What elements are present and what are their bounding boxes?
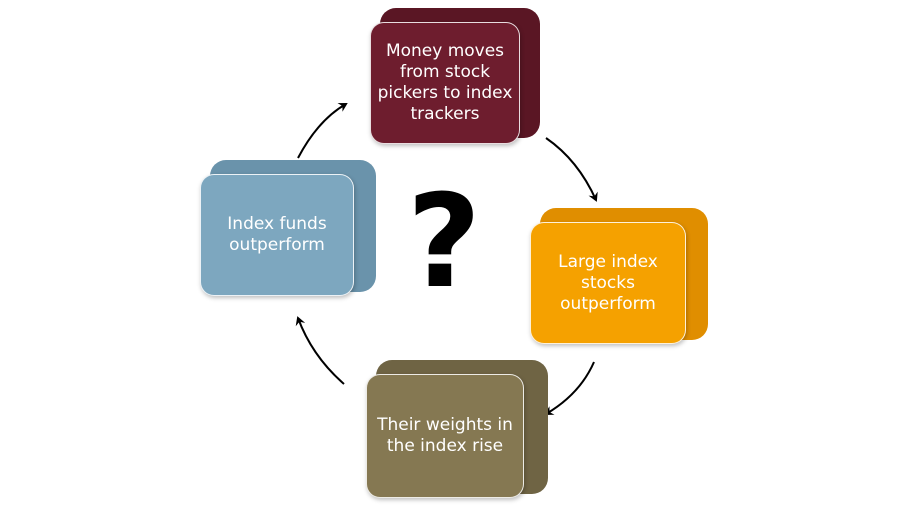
arrow-left-to-top — [297, 103, 348, 159]
step-block-index-funds: Index funds outperform — [200, 160, 382, 300]
block-face: Large index stocks outperform — [530, 222, 686, 344]
step-block-weights-rise: Their weights in the index rise — [366, 360, 552, 500]
arrow-top-to-right — [545, 137, 598, 202]
question-mark: ? — [406, 168, 482, 317]
step-block-large-index-stocks: Large index stocks outperform — [530, 208, 712, 348]
block-face: Money moves from stock pickers to index … — [370, 22, 520, 144]
arrow-bottom-to-left — [295, 316, 345, 385]
step-label: Money moves from stock pickers to index … — [377, 41, 513, 124]
block-face: Index funds outperform — [200, 174, 354, 296]
step-block-money-moves: Money moves from stock pickers to index … — [370, 8, 546, 148]
step-label: Index funds outperform — [227, 214, 327, 255]
step-label: Their weights in the index rise — [377, 415, 513, 456]
block-face: Their weights in the index rise — [366, 374, 524, 498]
arrow-right-to-bottom — [544, 361, 595, 416]
step-label: Large index stocks outperform — [558, 251, 658, 314]
